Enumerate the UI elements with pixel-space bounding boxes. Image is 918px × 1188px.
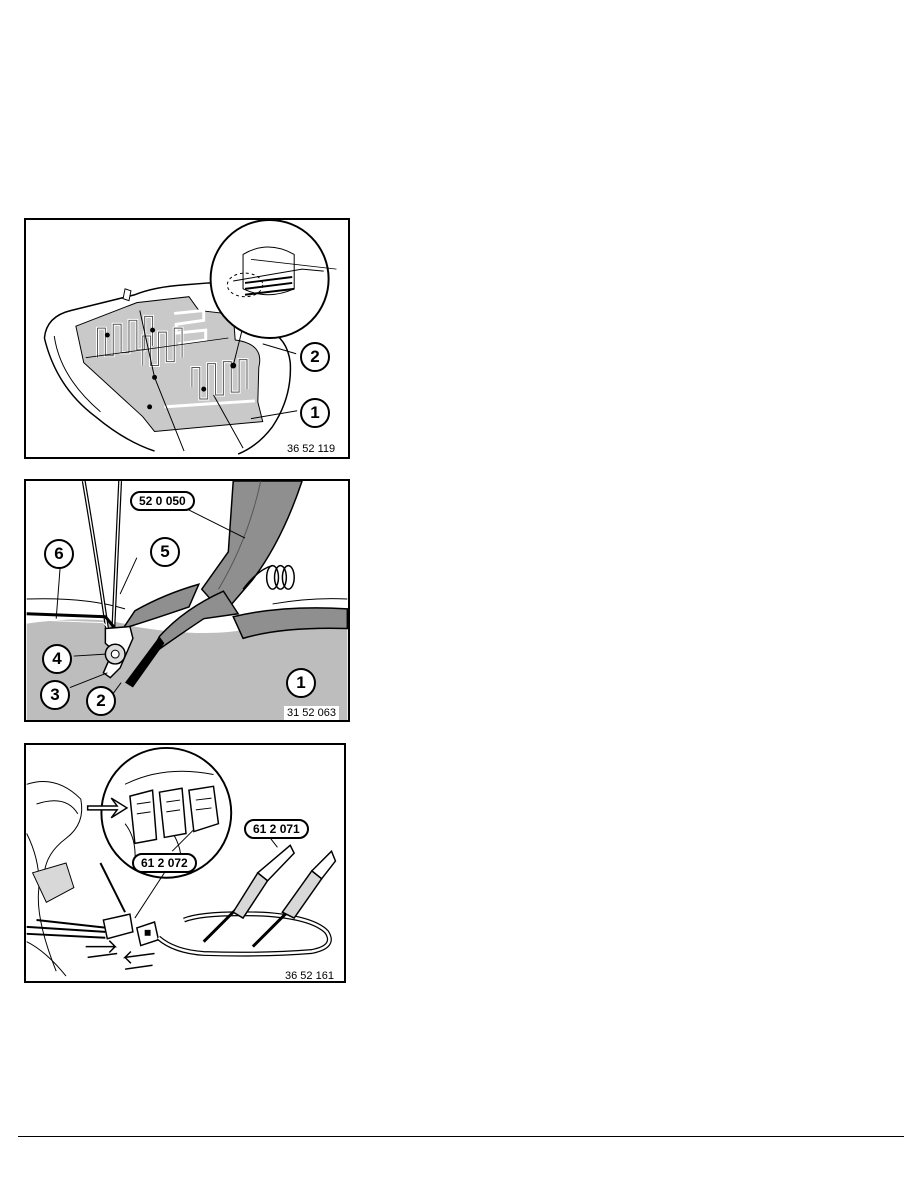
figure-pliers-removal: 52 0 050 6 5 4 3 2 1 31 52 063	[24, 479, 350, 722]
seat-heating-mat-illustration	[43, 220, 337, 455]
test-adapter-illustration	[26, 746, 337, 977]
footer-rule	[18, 1136, 904, 1137]
figure-code: 31 52 063	[284, 706, 339, 720]
figure-seat-heating-mat: 2 1 36 52 119	[24, 218, 350, 459]
callout-6: 6	[44, 539, 74, 569]
callout-1: 1	[300, 398, 330, 428]
callout-1: 1	[286, 668, 316, 698]
callout-2: 2	[86, 686, 116, 716]
tool-label-adapter: 61 2 072	[132, 853, 197, 873]
callout-3: 3	[40, 680, 70, 710]
figure-code: 36 52 161	[282, 969, 337, 981]
callout-2: 2	[300, 342, 330, 372]
callout-5: 5	[150, 537, 180, 567]
tool-label-test-lead: 61 2 071	[244, 819, 309, 839]
figure-code: 36 52 119	[284, 442, 339, 456]
tool-label-pliers: 52 0 050	[130, 491, 195, 511]
callout-4: 4	[42, 644, 72, 674]
figure-test-adapter: 61 2 071 61 2 072 36 52 161	[24, 743, 346, 983]
